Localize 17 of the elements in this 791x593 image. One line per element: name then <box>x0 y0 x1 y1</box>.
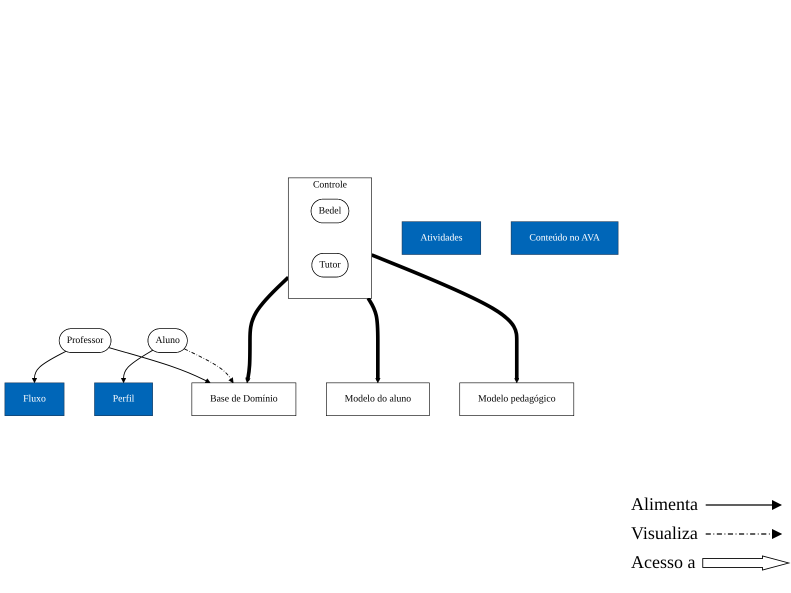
node-box: Modelo do aluno <box>326 382 430 416</box>
arrow <box>32 350 66 383</box>
node-box: Conteúdo no AVA <box>510 221 618 255</box>
arrow <box>184 348 234 383</box>
node-box: Atividades <box>402 221 482 255</box>
node-box: Perfil <box>94 382 153 416</box>
arrow <box>108 346 211 383</box>
arrow <box>370 252 520 383</box>
legend-label: Visualiza <box>631 523 698 544</box>
arrow <box>120 349 154 383</box>
legend-label: Acesso a <box>631 552 696 573</box>
node-box: Fluxo <box>4 382 64 416</box>
arrow <box>245 276 290 383</box>
arrow <box>366 297 380 383</box>
legend-label: Alimenta <box>631 494 698 515</box>
node-box: Modelo pedagógico <box>459 382 574 416</box>
node-box: Base de Domínio <box>192 382 296 416</box>
